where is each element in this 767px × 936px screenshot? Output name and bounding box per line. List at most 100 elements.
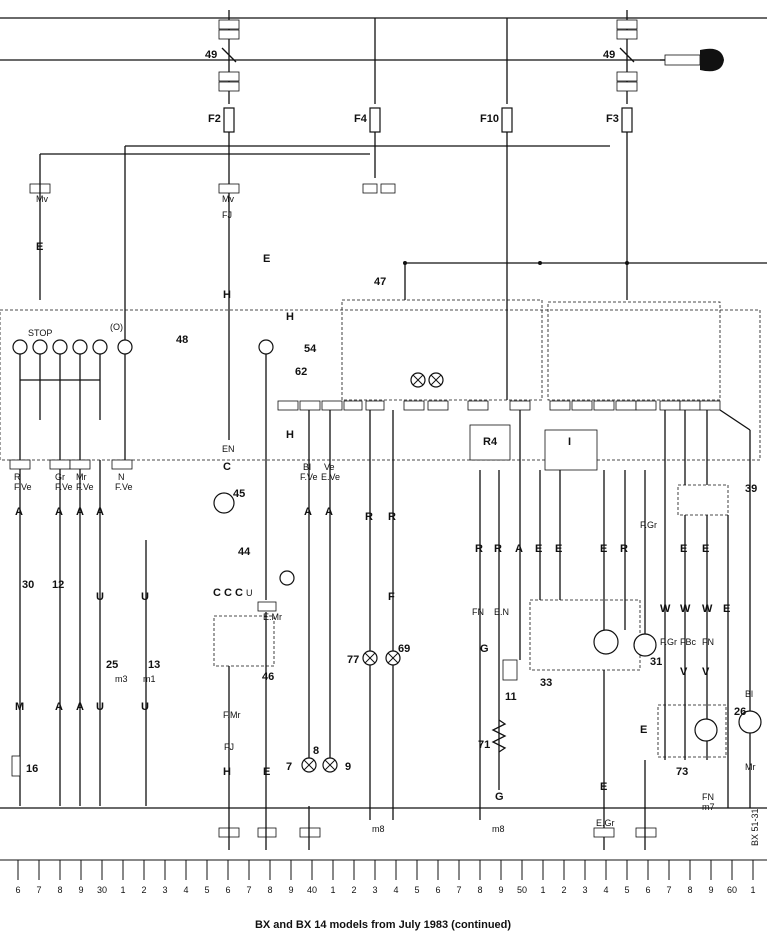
svg-text:G: G [495, 791, 504, 803]
grid-number: 2 [561, 885, 566, 895]
svg-text:m1: m1 [143, 674, 156, 684]
svg-text:Mr: Mr [76, 472, 87, 482]
grid-number: 9 [708, 885, 713, 895]
svg-text:U: U [246, 588, 253, 598]
svg-text:V: V [680, 666, 688, 678]
svg-text:H: H [223, 766, 231, 778]
warning-lamp-row [12, 339, 133, 355]
svg-text:Mv: Mv [222, 194, 234, 204]
svg-text:U: U [141, 701, 149, 713]
grid-number: 7 [36, 885, 41, 895]
svg-text:Bl: Bl [303, 462, 311, 472]
svg-text:E.N: E.N [494, 607, 509, 617]
grid-number: 8 [267, 885, 272, 895]
grid-number: 2 [351, 885, 356, 895]
svg-text:E: E [723, 603, 730, 615]
svg-text:E: E [263, 253, 270, 265]
ignition-switch-49-right: 49 F3 [603, 10, 638, 300]
svg-text:A: A [304, 506, 312, 518]
grid-number: 40 [307, 885, 317, 895]
svg-text:m3: m3 [115, 674, 128, 684]
svg-text:E: E [640, 724, 647, 736]
label-71: 71 [478, 739, 490, 751]
svg-text:Mv: Mv [36, 194, 48, 204]
svg-text:A: A [55, 701, 63, 713]
svg-text:H: H [286, 311, 294, 323]
grid-number: 6 [225, 885, 230, 895]
grid-number: 3 [372, 885, 377, 895]
svg-text:E.Gr: E.Gr [596, 818, 615, 828]
svg-text:F.Ve: F.Ve [115, 482, 133, 492]
label-stop: STOP [28, 328, 52, 338]
label-77: 77 [347, 654, 359, 666]
label-25: 25 [106, 659, 118, 671]
svg-text:Mr: Mr [745, 762, 756, 772]
grid-number: 1 [750, 885, 755, 895]
svg-text:R: R [14, 472, 21, 482]
grid-number: 7 [246, 885, 251, 895]
svg-text:W: W [680, 603, 691, 615]
svg-text:C: C [223, 461, 231, 473]
label-44: 44 [238, 546, 251, 558]
svg-text:N: N [118, 472, 125, 482]
label-39: 39 [745, 483, 757, 495]
svg-text:R: R [388, 511, 396, 523]
label-45: 45 [233, 488, 245, 500]
grid-number: 30 [97, 885, 107, 895]
bottom-connectors [218, 827, 657, 838]
svg-text:E.Ve: E.Ve [321, 472, 340, 482]
svg-text:R: R [494, 543, 502, 555]
ref-code: BX 51-31 [750, 808, 760, 846]
label-16: 16 [26, 763, 38, 775]
grid-number: 7 [456, 885, 461, 895]
label-12: 12 [52, 579, 64, 591]
diagram-caption: BX and BX 14 models from July 1983 (cont… [255, 919, 511, 931]
svg-text:E: E [36, 241, 43, 253]
label-69: 69 [398, 643, 410, 655]
svg-text:m8: m8 [492, 824, 505, 834]
label-F2: F2 [208, 113, 221, 125]
svg-text:W: W [660, 603, 671, 615]
grid-number: 3 [162, 885, 167, 895]
label-48: 48 [176, 334, 188, 346]
label-26: 26 [734, 706, 746, 718]
grid-number: 5 [204, 885, 209, 895]
svg-text:E: E [600, 543, 607, 555]
svg-text:E: E [555, 543, 562, 555]
connector-row [277, 400, 721, 411]
label-R4: R4 [483, 436, 498, 448]
svg-text:E.Mr: E.Mr [263, 612, 282, 622]
svg-text:A: A [76, 701, 84, 713]
svg-text:C: C [235, 587, 243, 599]
svg-text:Bl: Bl [745, 689, 753, 699]
svg-text:H: H [286, 429, 294, 441]
label-o: (O) [110, 322, 123, 332]
grid-number: 8 [687, 885, 692, 895]
grid-number: 1 [120, 885, 125, 895]
svg-text:FJ: FJ [222, 210, 232, 220]
label-54: 54 [304, 343, 317, 355]
svg-text:E: E [680, 543, 687, 555]
svg-text:U: U [96, 701, 104, 713]
svg-text:FN: FN [472, 607, 484, 617]
label-49-left: 49 [205, 49, 217, 61]
svg-text:Ve: Ve [324, 462, 335, 472]
grid-number: 6 [435, 885, 440, 895]
svg-text:F.Ve: F.Ve [55, 482, 73, 492]
grid-number: 9 [498, 885, 503, 895]
label-13: 13 [148, 659, 160, 671]
grid-number: 6 [645, 885, 650, 895]
svg-text:U: U [141, 591, 149, 603]
svg-text:FN: FN [702, 792, 714, 802]
svg-text:C: C [224, 587, 232, 599]
svg-text:U: U [96, 591, 104, 603]
ignition-key-icon [660, 48, 724, 72]
grid-number: 6 [15, 885, 20, 895]
svg-text:FBc: FBc [680, 637, 697, 647]
svg-text:EN: EN [222, 444, 235, 454]
svg-text:F: F [388, 591, 395, 603]
label-49-right: 49 [603, 49, 615, 61]
label-11: 11 [505, 691, 517, 703]
grid-number: 3 [582, 885, 587, 895]
